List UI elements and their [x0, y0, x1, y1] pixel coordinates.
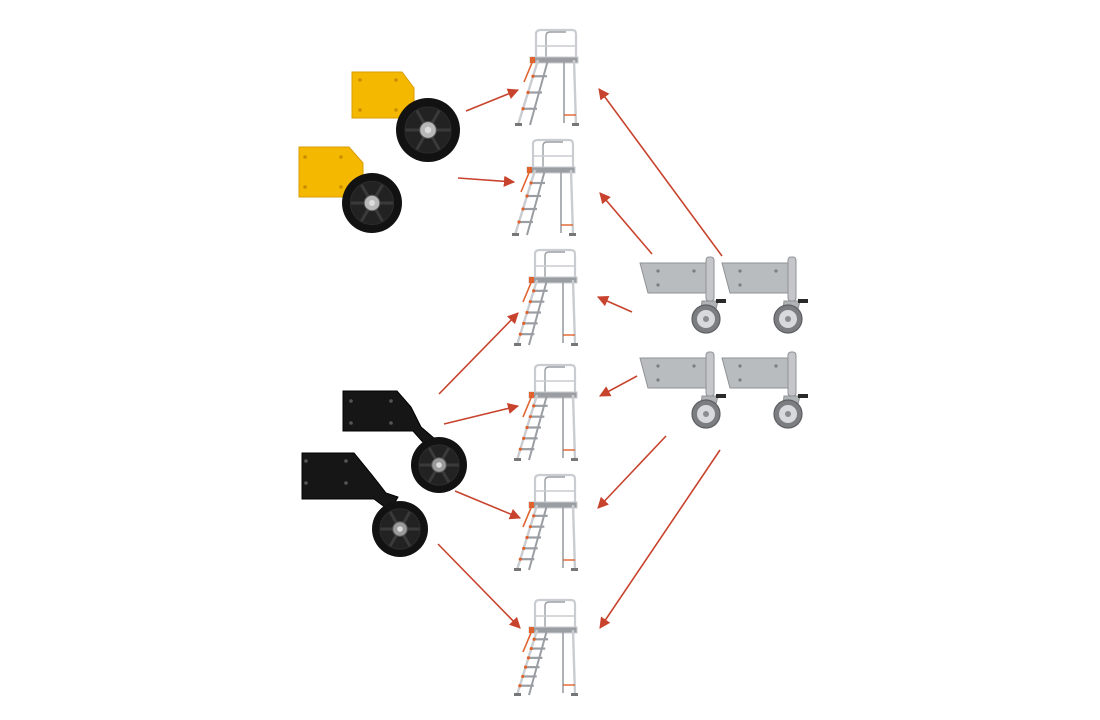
arrow-caster-kit-lower-to-ladder-6	[599, 449, 721, 629]
brake-pedal	[798, 394, 808, 398]
arrow-black-wheel-kit-a-to-ladder-4	[443, 402, 520, 425]
arrow-black-wheel-kit-b-to-ladder-5	[454, 490, 522, 520]
mobile-platform-ladder-icon	[514, 598, 578, 696]
arrow-caster-kit-upper-to-ladder-2	[599, 192, 653, 255]
brake-pedal	[798, 299, 808, 303]
arrow-black-wheel-kit-b-to-ladder-6	[437, 543, 521, 629]
swivel-caster-kit-icon	[639, 256, 808, 334]
arrow-yellow-wheel-kit-a-to-ladder-1	[465, 88, 520, 112]
mobile-platform-ladder-icon	[514, 473, 578, 571]
arrow-caster-kit-lower-to-ladder-5	[597, 435, 667, 509]
arrow-black-wheel-kit-a-to-ladder-3	[438, 312, 519, 395]
black-wheel-kit-icon	[342, 390, 467, 493]
brake-pedal	[716, 394, 726, 398]
black-wheel-kit-icon	[301, 452, 428, 557]
ladders-layer	[512, 28, 579, 696]
mounting-plate	[342, 390, 436, 450]
caster-plate	[639, 262, 707, 294]
mounting-plate	[301, 452, 399, 512]
arrows-layer	[437, 88, 723, 629]
yellow-wheel-kit-icon	[351, 71, 460, 162]
caster-plate	[721, 262, 789, 294]
mobile-platform-ladder-icon	[514, 248, 578, 346]
arrow-caster-kit-upper-to-ladder-3	[596, 295, 633, 313]
arrow-caster-kit-upper-to-ladder-1	[598, 88, 723, 257]
mobile-platform-ladder-icon	[512, 138, 576, 236]
swivel-caster-kit-icon	[639, 351, 808, 429]
caster-plate	[639, 357, 707, 389]
arrow-caster-kit-lower-to-ladder-4	[599, 375, 638, 397]
kits-layer	[298, 71, 808, 557]
brake-pedal	[716, 299, 726, 303]
yellow-wheel-kit-icon	[298, 146, 402, 233]
caster-plate	[721, 357, 789, 389]
arrow-yellow-wheel-kit-b-to-ladder-2	[457, 175, 516, 187]
mobile-platform-ladder-icon	[514, 363, 578, 461]
mobile-platform-ladder-icon	[515, 28, 579, 126]
